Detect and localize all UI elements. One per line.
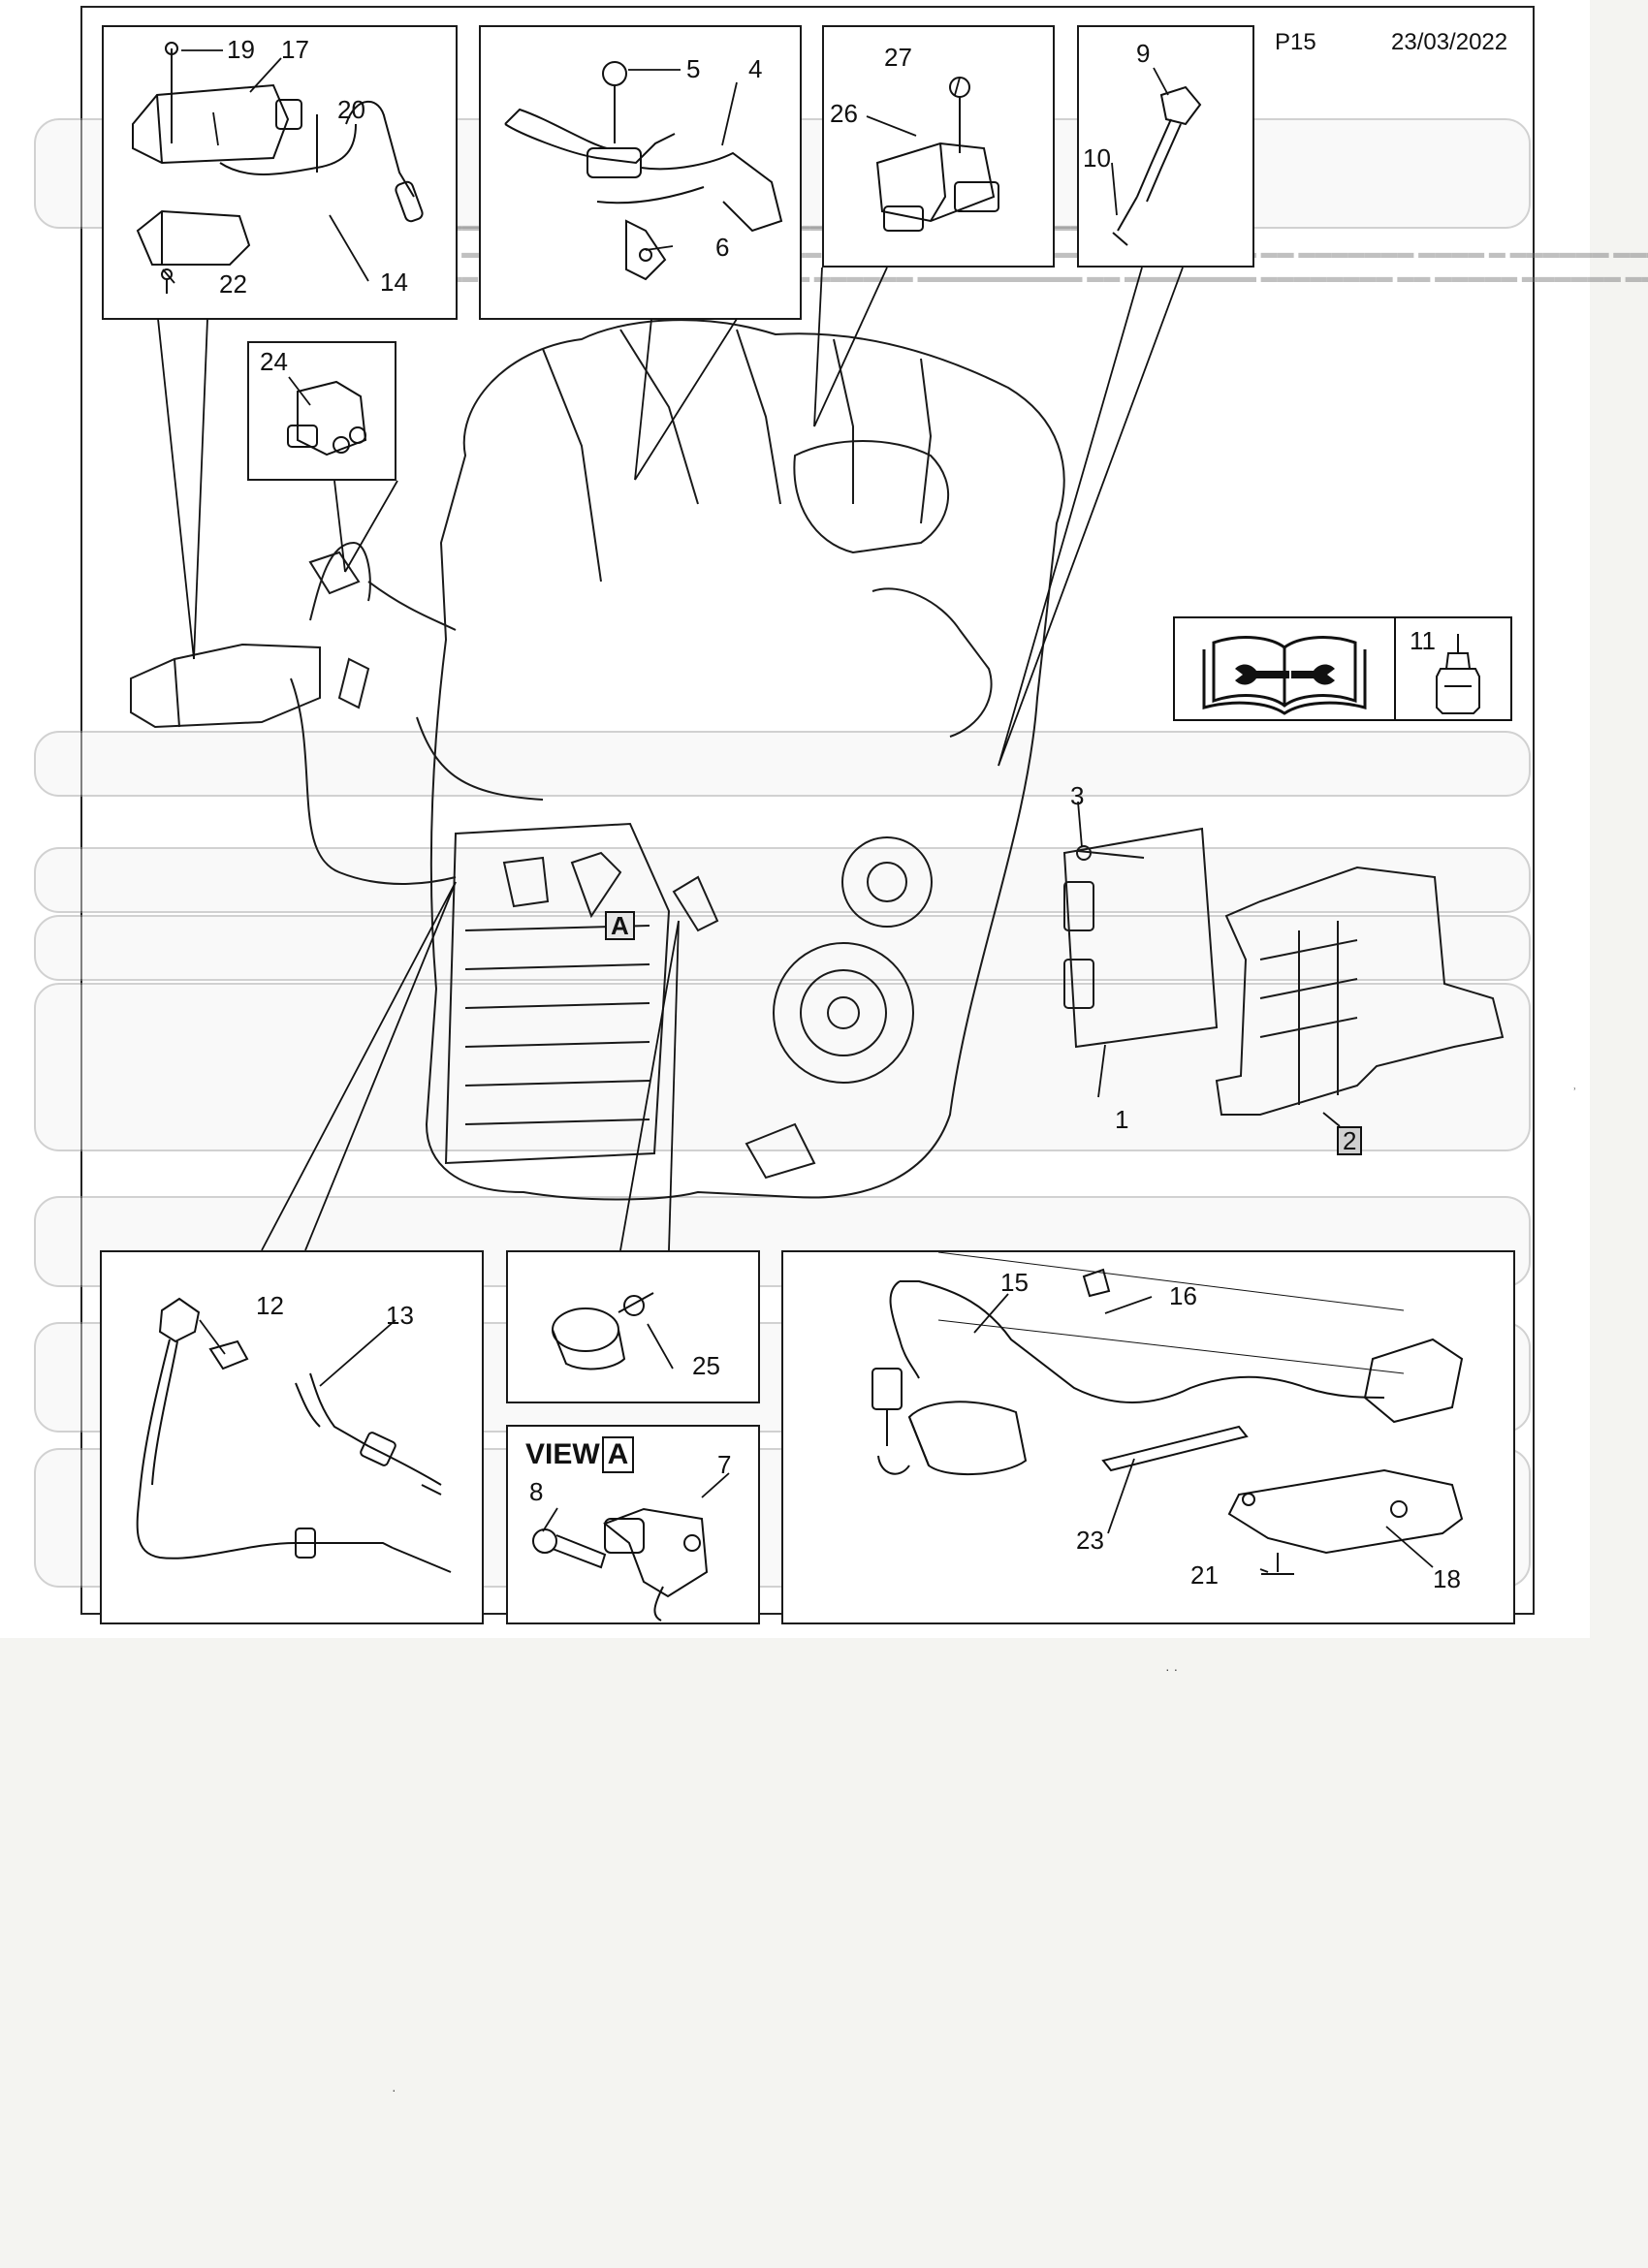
ecu-sensor-drawing [132, 42, 424, 294]
repair-manual-icon [1173, 616, 1396, 721]
callout-10: 10 [1083, 143, 1111, 173]
switch-25-drawing [552, 1292, 654, 1370]
callout-2: 2 [1337, 1126, 1363, 1155]
scan-speck: · [392, 2082, 396, 2097]
callout-11: 11 [1410, 626, 1436, 655]
callout-4: 4 [748, 54, 763, 83]
lubricant-bottle-icon [1436, 634, 1480, 714]
callout-9: 9 [1136, 39, 1151, 68]
panel-sensor-24 [247, 341, 396, 481]
callout-26: 26 [830, 99, 858, 128]
callout-17: 17 [281, 35, 309, 64]
callout-7: 7 [717, 1450, 732, 1479]
callout-8: 8 [529, 1477, 544, 1506]
callout-13: 13 [386, 1301, 414, 1330]
callout-19: 19 [227, 35, 255, 64]
view-a-letter: A [601, 1436, 635, 1473]
callout-16: 16 [1169, 1281, 1197, 1310]
engine-view-a-marker: A [605, 911, 635, 940]
callout-18: 18 [1433, 1564, 1461, 1593]
bleed-through-row [34, 731, 1531, 797]
panel-sensor-9 [1077, 25, 1254, 268]
callout-15: 15 [1000, 1268, 1029, 1297]
view-a-label: VIEW [525, 1438, 600, 1470]
callout-27: 27 [884, 43, 912, 72]
temperature-sensors-drawing [136, 1297, 452, 1573]
sensor-9-drawing [1112, 85, 1202, 246]
panel-sensor-26 [822, 25, 1055, 268]
callout-20: 20 [337, 95, 365, 124]
sensor-26-drawing [875, 77, 999, 232]
scan-speck: ˒ [1572, 1078, 1577, 1093]
scan-speck: · · [1165, 1661, 1179, 1677]
callout-23: 23 [1076, 1526, 1104, 1555]
panel-sensor-4 [479, 25, 802, 320]
callout-22: 22 [219, 269, 247, 299]
callout-5: 5 [686, 54, 701, 83]
panel-ecu-sensor-17 [102, 25, 458, 320]
callout-21: 21 [1190, 1560, 1219, 1590]
callout-6: 6 [715, 233, 730, 262]
sensor-4-drawing [504, 61, 783, 281]
callout-25: 25 [692, 1351, 720, 1380]
oxygen-sensor-drawing [872, 1252, 1464, 1575]
callout-14: 14 [380, 268, 408, 297]
callout-12: 12 [256, 1291, 284, 1320]
callout-1: 1 [1115, 1105, 1129, 1134]
open-book-icon [1202, 636, 1367, 715]
bleed-through-row [34, 847, 1531, 913]
sensor-24-drawing [287, 380, 367, 457]
lubricant-cell: 11 [1396, 616, 1512, 721]
bleed-through-row [34, 983, 1531, 1151]
panel-oxygen-sensor-15 [781, 1250, 1515, 1624]
panel-switch-25 [506, 1250, 760, 1403]
callout-3: 3 [1070, 781, 1085, 810]
panel-sensors-12-13 [100, 1250, 484, 1624]
print-date: 23/03/2022 [1391, 29, 1508, 55]
page-code: P15 [1275, 29, 1316, 55]
callout-24: 24 [260, 347, 288, 376]
